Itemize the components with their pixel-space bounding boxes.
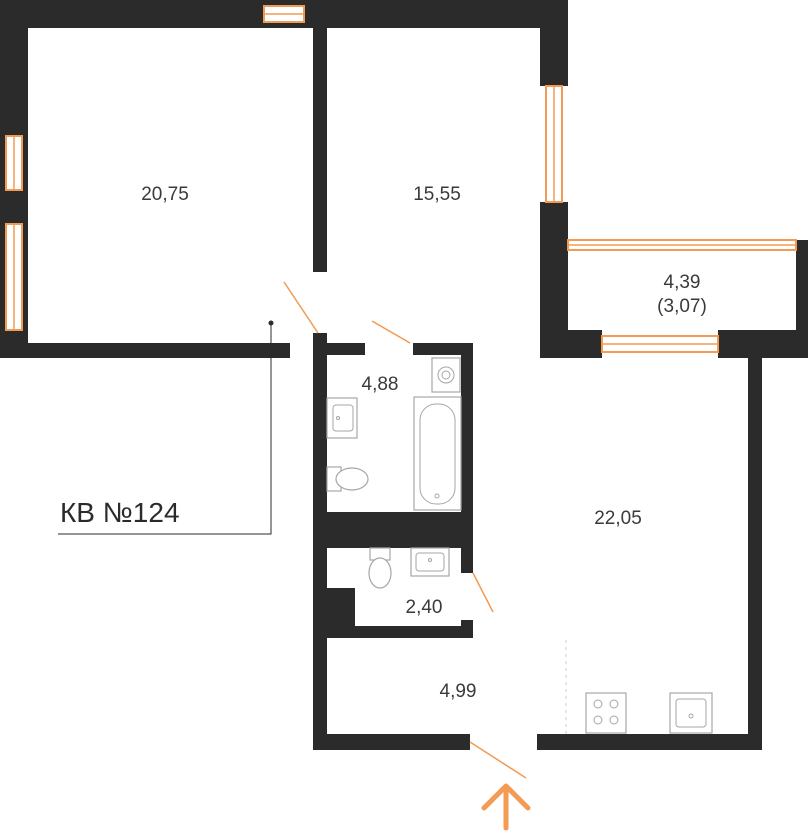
wall-a-b	[313, 28, 327, 272]
wall-bottom-left	[313, 734, 470, 750]
wall-bottom-right	[537, 734, 762, 750]
wall-wc-right-stub	[461, 620, 473, 638]
doors	[283, 281, 527, 779]
bathtub-icon	[413, 396, 462, 511]
walls	[0, 0, 808, 750]
room-a-area: 20,75	[141, 184, 189, 205]
washing-machine-icon	[431, 357, 461, 393]
bathroom-area: 4,88	[362, 374, 399, 395]
fixtures	[326, 357, 713, 734]
room-b-area: 15,55	[413, 184, 461, 205]
apartment-number: КВ №124	[60, 497, 180, 528]
wall-balcony-right	[796, 240, 808, 358]
kitchen-living-area: 22,05	[594, 508, 642, 529]
wall-bath-top-right	[413, 343, 473, 355]
sink-icon	[326, 397, 358, 439]
apartment-leader	[58, 320, 274, 535]
door-entrance	[469, 741, 527, 779]
wall-wc-bottom	[313, 626, 473, 638]
wall-kitchen-right	[748, 358, 762, 750]
wc-area: 2,40	[406, 597, 443, 618]
wall-room-a-bottom	[0, 343, 290, 358]
wall-bath-wc	[313, 512, 473, 548]
stove-icon	[585, 692, 627, 734]
balcony-area: 4,39	[664, 272, 701, 293]
area-labels: 20,75 15,55 4,39 (3,07) 4,88 22,05 2,40 …	[141, 184, 707, 702]
wc-sink-icon	[410, 547, 450, 577]
windows	[5, 5, 797, 353]
wall-balcony-bottom-right	[718, 330, 808, 358]
wall-b-right-lower	[540, 202, 568, 358]
door-wc	[472, 572, 494, 613]
wall-b-right-upper	[540, 0, 568, 86]
entrance-arrow-icon	[481, 783, 531, 831]
hall-area: 4,99	[440, 681, 477, 702]
balcony-area-reduced: (3,07)	[657, 296, 707, 317]
kitchen-sink-icon	[669, 692, 713, 734]
wall-balcony-bottom-left	[568, 330, 602, 358]
door-bathroom	[371, 320, 411, 344]
toilet-icon	[326, 466, 369, 492]
wall-bath-top-left	[313, 343, 365, 355]
wc-toilet-icon	[368, 547, 392, 589]
door-room-a	[283, 281, 319, 334]
